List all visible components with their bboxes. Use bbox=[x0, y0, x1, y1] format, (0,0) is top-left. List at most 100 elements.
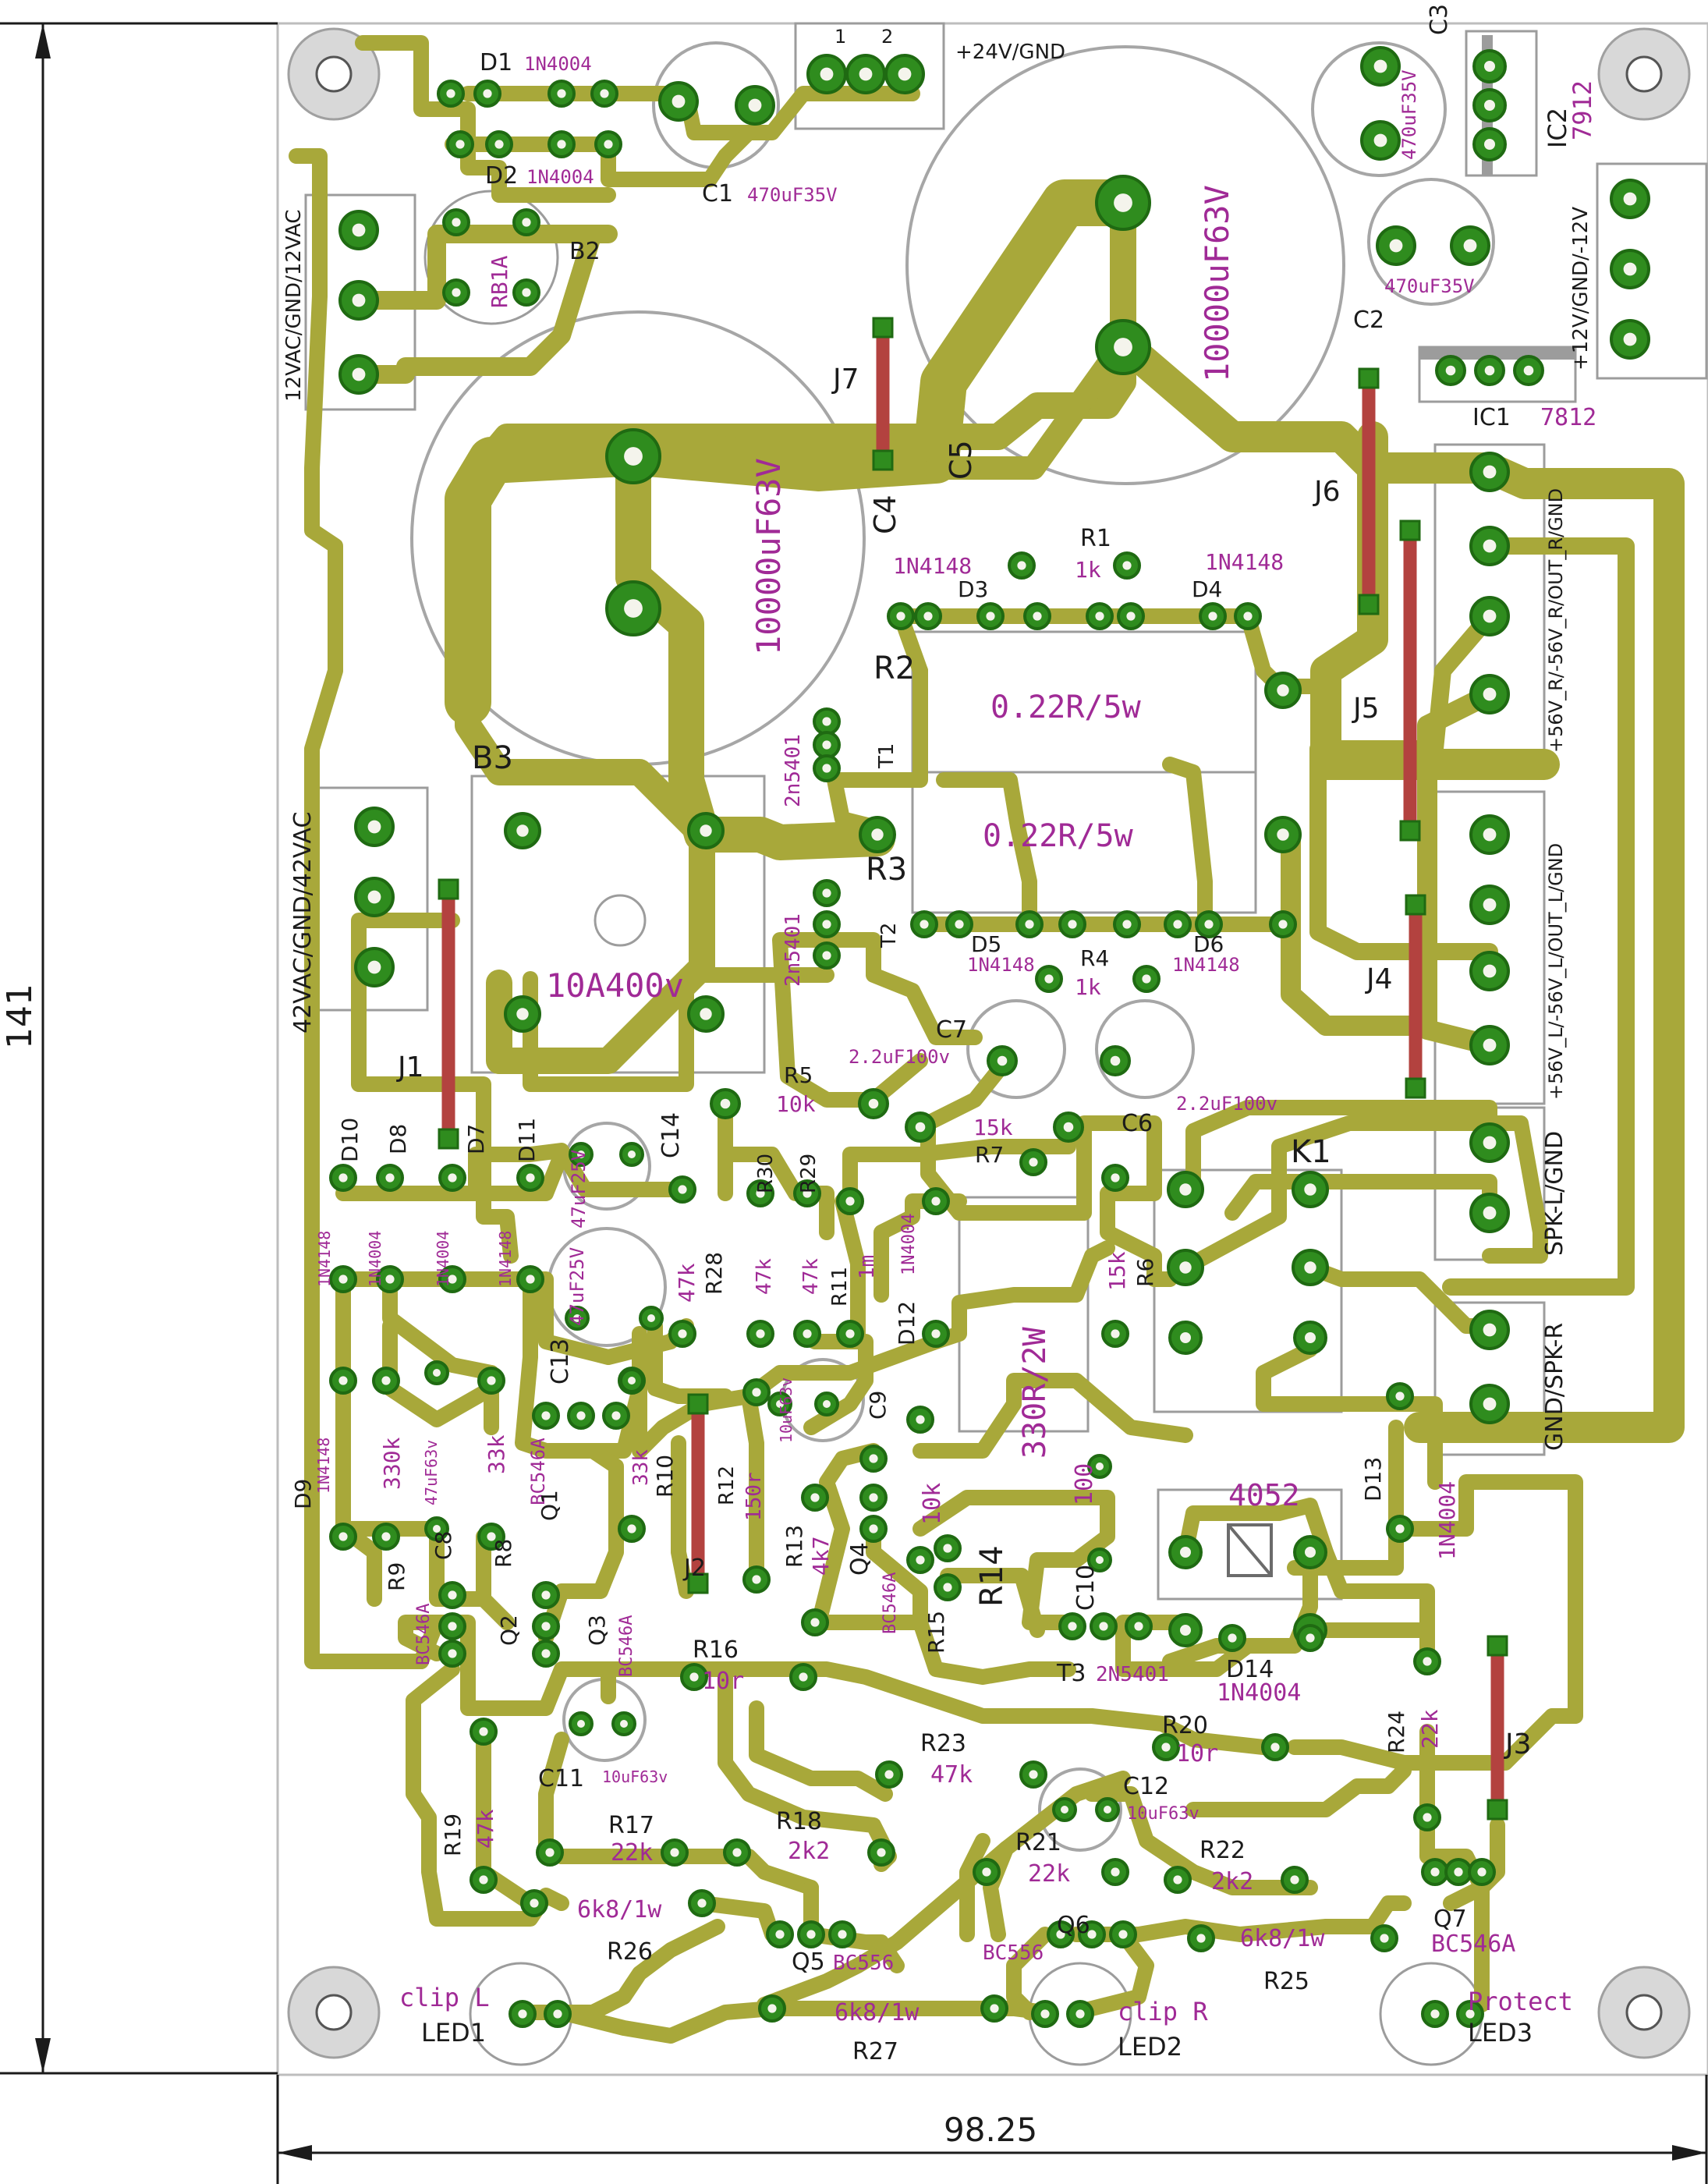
pad-hole-145 bbox=[823, 1400, 831, 1408]
pad-hole-50 bbox=[1483, 964, 1497, 978]
pad-hole-134 bbox=[627, 1524, 636, 1533]
t3-value: 2N5401 bbox=[1096, 1663, 1169, 1686]
pad-hole-82 bbox=[1278, 920, 1288, 929]
c4-value: 10000uF63V bbox=[749, 458, 788, 655]
trace-9 bbox=[1417, 684, 1500, 1055]
k1-name: K1 bbox=[1291, 1134, 1331, 1170]
c9-name: C9 bbox=[865, 1391, 891, 1420]
pad-hole-84 bbox=[1142, 974, 1151, 984]
b3-name: B3 bbox=[472, 740, 513, 776]
pad-hole-105 bbox=[385, 1275, 395, 1284]
pad-hole-38 bbox=[367, 890, 381, 904]
pad-hole-32 bbox=[1523, 365, 1534, 376]
trace-78 bbox=[1084, 1786, 1318, 1895]
d12-value: 1N4004 bbox=[899, 1214, 919, 1275]
pad-hole-75 bbox=[920, 920, 929, 929]
trace-36 bbox=[335, 1147, 569, 1201]
trace-23 bbox=[523, 967, 835, 1092]
c1-value: 470uF35V bbox=[747, 184, 838, 206]
ic1-value: 7812 bbox=[1540, 404, 1596, 431]
pad-hole-85 bbox=[997, 1055, 1008, 1066]
pad-hole-155 bbox=[1096, 1462, 1104, 1470]
pad-hole-77 bbox=[1025, 920, 1034, 929]
r17-name: R17 bbox=[608, 1812, 654, 1839]
c1-name: C1 bbox=[702, 180, 733, 207]
q6-value: BC556 bbox=[983, 1941, 1044, 1965]
pad-hole-173 bbox=[1423, 1813, 1432, 1822]
pad-hole-106 bbox=[448, 1275, 457, 1284]
pad-hole-165 bbox=[1395, 1524, 1405, 1533]
pad-hole-167 bbox=[1306, 1633, 1315, 1643]
pad-hole-61 bbox=[1033, 612, 1042, 621]
pad-hole-99 bbox=[1305, 1332, 1316, 1343]
pad-hole-124 bbox=[381, 1376, 391, 1385]
c3-outline bbox=[1311, 41, 1447, 177]
pad-hole-199 bbox=[1056, 1930, 1065, 1939]
r19-value: 47k bbox=[473, 1809, 498, 1849]
r14-name: R14 bbox=[974, 1545, 1010, 1607]
trace-53 bbox=[912, 1373, 1193, 1459]
r16-value: 10r bbox=[702, 1668, 744, 1695]
relay-outline bbox=[1157, 1488, 1343, 1601]
r5-value: 10k bbox=[776, 1091, 816, 1117]
pad-hole-118 bbox=[628, 1150, 636, 1158]
pad-hole-92 bbox=[1111, 1173, 1120, 1182]
pad-hole-12 bbox=[604, 140, 613, 149]
pad-hole-196 bbox=[775, 1930, 785, 1939]
pad-hole-74 bbox=[822, 951, 831, 960]
pad-hole-153 bbox=[943, 1544, 952, 1553]
pad-hole-16 bbox=[522, 288, 531, 297]
trace-51 bbox=[811, 1443, 881, 1630]
d4-value: 1N4148 bbox=[1205, 549, 1284, 575]
pad-hole-55 bbox=[1483, 1397, 1497, 1411]
trace-48 bbox=[741, 1240, 1115, 1404]
r12-name: R12 bbox=[715, 1466, 739, 1505]
pad-hole-147 bbox=[869, 1493, 878, 1502]
trace-82 bbox=[1006, 1927, 1053, 2020]
pad-hole-208 bbox=[1075, 2009, 1085, 2019]
trace-6 bbox=[924, 332, 1135, 480]
r16-name: R16 bbox=[693, 1636, 739, 1664]
pad-hole-192 bbox=[1196, 1934, 1206, 1943]
r9-value: 330k bbox=[379, 1437, 405, 1490]
trace-32 bbox=[1100, 1115, 1178, 1287]
pad-hole-35 bbox=[1114, 193, 1132, 212]
trace-18 bbox=[445, 125, 757, 187]
d1-name: D1 bbox=[480, 49, 512, 76]
led2-value: clip R bbox=[1118, 1997, 1208, 2026]
pad-hole-125 bbox=[381, 1532, 391, 1541]
pad-hole-158 bbox=[1099, 1622, 1108, 1631]
pad-hole-109 bbox=[678, 1329, 687, 1338]
pad-hole-95 bbox=[1304, 1183, 1316, 1196]
r28-value: 47k bbox=[674, 1263, 700, 1303]
pad-hole-201 bbox=[1118, 1930, 1128, 1939]
pad-hole-53 bbox=[1483, 1206, 1497, 1220]
pad-hole-117 bbox=[931, 1329, 941, 1338]
pad-hole-17 bbox=[352, 223, 366, 237]
pad-hole-3 bbox=[672, 94, 686, 108]
c12-name: C12 bbox=[1123, 1773, 1169, 1800]
q7-value: BC546A bbox=[1431, 1930, 1515, 1958]
j3-wire-end-a bbox=[1487, 1635, 1508, 1657]
pad-hole-141 bbox=[628, 1377, 636, 1384]
j4-name: J4 bbox=[1365, 963, 1393, 995]
component-pads bbox=[329, 46, 1650, 2028]
pad-hole-184 bbox=[732, 1848, 742, 1857]
pad-hole-180 bbox=[479, 1727, 488, 1736]
r4-name: R4 bbox=[1080, 945, 1109, 971]
pad-hole-28 bbox=[1389, 239, 1403, 253]
pad-hole-198 bbox=[838, 1930, 847, 1939]
pad-hole-120 bbox=[573, 1314, 581, 1322]
pad-hole-179 bbox=[1104, 1806, 1111, 1814]
r21-value: 22k bbox=[1028, 1860, 1070, 1888]
pad-hole-171 bbox=[1270, 1743, 1280, 1752]
jumper-wires bbox=[438, 317, 1508, 1821]
c9-value: 10uF63v bbox=[777, 1377, 796, 1443]
pad-hole-64 bbox=[1208, 612, 1217, 621]
led2-name: LED2 bbox=[1118, 2032, 1182, 2062]
conn-spk-l-label: SPK-L/GND bbox=[1541, 1131, 1568, 1256]
pad-hole-41 bbox=[700, 824, 712, 837]
pad-hole-182 bbox=[545, 1848, 555, 1857]
trace-71 bbox=[554, 1849, 819, 1895]
